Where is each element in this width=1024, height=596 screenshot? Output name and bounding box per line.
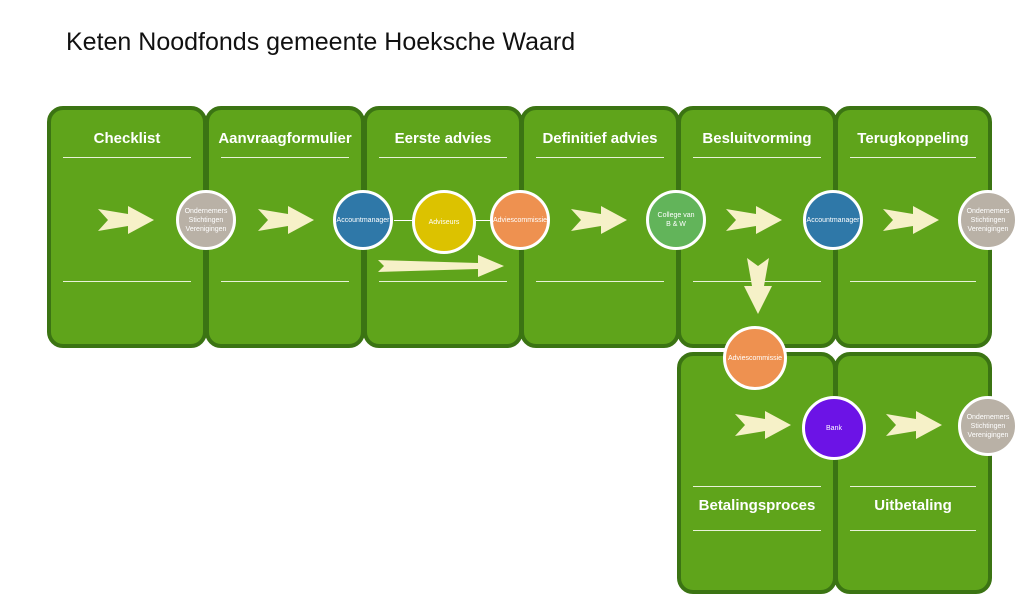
divider xyxy=(693,486,821,487)
flow-arrow xyxy=(98,206,154,234)
stage-label-eerste-advies: Eerste advies xyxy=(394,130,492,147)
divider xyxy=(536,157,664,158)
node-label: Adviescommissie xyxy=(492,216,548,224)
node-label: Verenigingen xyxy=(185,225,227,233)
divider xyxy=(536,281,664,282)
divider xyxy=(379,281,507,282)
connector-line xyxy=(394,220,416,221)
divider xyxy=(850,486,976,487)
page-title: Keten Noodfonds gemeente Hoeksche Waard xyxy=(66,28,576,56)
flow-arrow xyxy=(258,206,314,234)
node-label: Verenigingen xyxy=(967,225,1009,233)
divider xyxy=(850,157,976,158)
stage-panel-uitbetaling: Uitbetaling xyxy=(834,352,992,594)
divider xyxy=(221,157,349,158)
node-label: Stichtingen xyxy=(970,216,1006,224)
divider xyxy=(850,281,976,282)
node-adviescommissie: Adviescommissie xyxy=(490,190,550,250)
divider xyxy=(63,281,191,282)
stage-label-uitbetaling: Uitbetaling xyxy=(874,497,952,514)
node-accountmanager: Accountmanager xyxy=(803,190,863,250)
node-label: Adviseurs xyxy=(428,218,460,226)
down-flow-arrow xyxy=(744,258,772,314)
node-label: Ondernemers xyxy=(966,413,1010,421)
node-adviseurs: Adviseurs xyxy=(412,190,476,254)
stage-label-definitief-advies: Definitief advies xyxy=(542,130,658,147)
long-flow-arrow xyxy=(378,255,504,277)
node-label: Bank xyxy=(826,424,842,432)
node-adviescommissie: Adviescommissie xyxy=(723,326,787,390)
flow-arrow xyxy=(886,411,942,439)
divider xyxy=(63,157,191,158)
flow-arrow xyxy=(883,206,939,234)
flow-arrow xyxy=(735,411,791,439)
node-label: Accountmanager xyxy=(806,216,860,224)
connector-line xyxy=(473,220,493,221)
stage-label-aanvraagformulier: Aanvraagformulier xyxy=(218,130,352,147)
flow-arrow xyxy=(571,206,627,234)
node-accountmanager: Accountmanager xyxy=(333,190,393,250)
stage-label-checklist: Checklist xyxy=(93,130,161,147)
stage-label-terugkoppeling: Terugkoppeling xyxy=(857,130,969,147)
stage-label-besluitvorming: Besluitvorming xyxy=(702,130,812,147)
stage-panel-betalingsproces: Betalingsproces xyxy=(677,352,837,594)
flow-arrow xyxy=(726,206,782,234)
divider xyxy=(221,281,349,282)
divider xyxy=(693,157,821,158)
node-college-bw: College van B & W xyxy=(646,190,706,250)
divider xyxy=(693,530,821,531)
node-label: Ondernemers xyxy=(966,207,1010,215)
divider xyxy=(850,530,976,531)
node-bank: Bank xyxy=(802,396,866,460)
node-label: Verenigingen xyxy=(967,431,1009,439)
node-label: Stichtingen xyxy=(970,422,1006,430)
node-label: College van xyxy=(657,212,695,219)
divider xyxy=(379,157,507,158)
node-label: B & W xyxy=(666,221,686,228)
node-label: Accountmanager xyxy=(336,216,390,224)
stage-label-betalingsproces: Betalingsproces xyxy=(698,497,816,514)
node-label: Ondernemers xyxy=(184,207,228,215)
node-label: Adviescommissie xyxy=(727,354,783,362)
node-label: Stichtingen xyxy=(188,216,224,224)
